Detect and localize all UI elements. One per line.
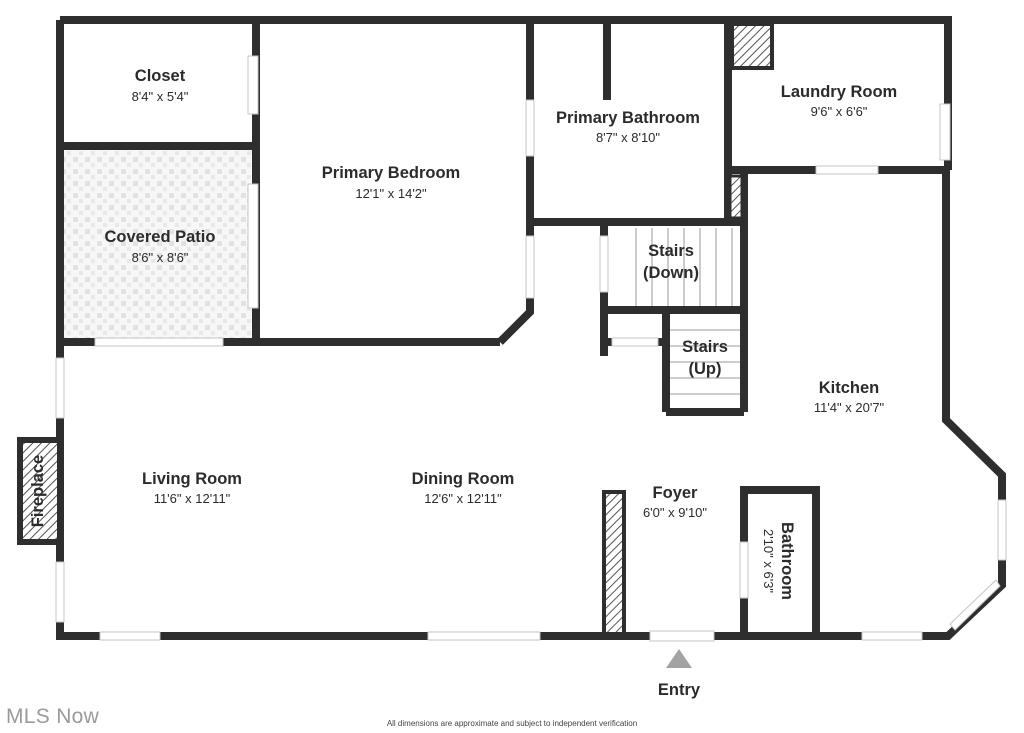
stairs-down-treads (635, 228, 733, 306)
primary-bedroom-name: Primary Bedroom (322, 164, 460, 182)
stairs-up-label-2: (Up) (689, 360, 722, 378)
primary-bedroom-dims: 12'1" x 14'2" (355, 186, 427, 201)
foyer-column (602, 490, 626, 636)
kitchen-dims: 11'4" x 20'7" (814, 400, 885, 415)
entry-label: Entry (658, 681, 701, 699)
entry-arrow (666, 649, 692, 668)
laundry-room-dims: 9'6" x 6'6" (811, 104, 868, 119)
living-room-dims: 11'6" x 12'11" (154, 491, 231, 506)
covered-patio-dims: 8'6" x 8'6" (132, 250, 189, 265)
dining-room-dims: 12'6" x 12'11" (424, 491, 502, 506)
bathroom-dims: 2'10" x 6'3" (761, 529, 776, 593)
bathroom-name: Bathroom (778, 522, 796, 600)
fireplace (17, 437, 63, 545)
primary-bathroom-dims: 8'7" x 8'10" (596, 130, 660, 145)
laundry-room-name: Laundry Room (781, 83, 897, 101)
stairs-up-treads (670, 329, 740, 395)
closet-name: Closet (135, 67, 186, 85)
watermark: MLS Now (6, 705, 100, 728)
closet-dims: 8'4" x 5'4" (132, 89, 189, 104)
laundry-chase (730, 22, 774, 70)
dining-room-name: Dining Room (412, 470, 515, 488)
stairs-up-label-1: Stairs (682, 338, 728, 356)
foyer-name: Foyer (653, 484, 699, 502)
windows (55, 55, 1007, 642)
disclaimer: All dimensions are approximate and subje… (386, 719, 638, 728)
foyer-dims: 6'0" x 9'10" (643, 505, 707, 520)
primary-bathroom-name: Primary Bathroom (556, 109, 700, 127)
kitchen-chase (728, 174, 744, 220)
stairs-down-label-1: Stairs (648, 242, 694, 260)
kitchen-name: Kitchen (819, 379, 880, 397)
living-room-name: Living Room (142, 470, 242, 488)
covered-patio-area (64, 148, 252, 338)
fireplace-label: Fireplace (29, 455, 47, 527)
stairs-down-label-2: (Down) (643, 264, 699, 282)
covered-patio-name: Covered Patio (105, 228, 216, 246)
